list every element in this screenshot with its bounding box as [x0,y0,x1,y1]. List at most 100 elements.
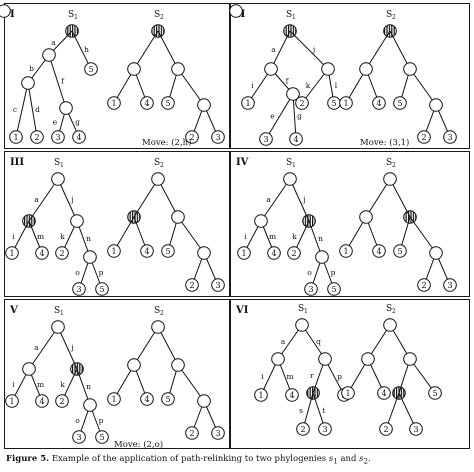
hatched-node [22,214,36,228]
internal-node [295,318,309,332]
edge-label: i [261,372,264,381]
panel-border [230,151,470,297]
internal-node [318,352,332,366]
leaf-node [267,246,281,260]
tree-edge [409,358,436,394]
edge-label: k [292,232,297,241]
hatched-node [302,214,316,228]
leaf-node [409,422,423,436]
caption-label: Figure 5. [6,454,50,464]
tree-title-sub: 1 [292,14,296,21]
leaf-node [372,96,386,110]
leaf-label: 1 [241,249,246,258]
internal-node [171,358,185,372]
tree-edge [247,68,272,104]
leaf-node [341,386,355,400]
internal-node [171,62,185,76]
leaf-node [443,130,457,144]
edge-label: p [99,268,104,277]
hatched-node [392,386,406,400]
hatched-node [403,210,417,224]
edge-label: t [322,406,325,415]
internal-node [127,62,141,76]
tree-title-sub: 2 [392,162,396,169]
tree-title: S [386,10,392,20]
tree-title: S [286,158,292,168]
tree-edge [177,68,205,106]
internal-node [229,4,243,18]
tree-title: S [298,304,304,314]
leaf-label: 2 [189,281,194,290]
leaf-node [140,96,154,110]
internal-node [59,101,73,115]
tree-edge [57,178,78,222]
internal-node [83,250,97,264]
leaf-node [35,246,49,260]
panel-numeral: I [10,9,15,20]
leaf-node [185,130,199,144]
tree-edge [157,178,179,218]
edge-label: b [29,64,34,73]
tree-title-sub: 2 [160,14,164,21]
edge-label: c [13,105,17,114]
leaf-label: 2 [291,249,296,258]
leaf-node [417,130,431,144]
leaf-node [95,430,109,444]
edge-label: k [60,380,65,389]
leaf-label: 4 [144,395,149,404]
tree-edge [289,30,329,70]
edge-label: r [310,371,314,380]
leaf-node [289,132,303,146]
leaf-label: 5 [397,99,402,108]
tree-edge [71,30,92,70]
tree-title-sub: 1 [292,162,296,169]
hatched-node [65,24,79,38]
tree-s1: S1aqimrpst14523 [254,304,351,436]
edge-label: e [270,112,275,121]
leaf-node [140,392,154,406]
leaf-label: 3 [322,425,327,434]
leaf-node [254,388,268,402]
tree-edge [57,326,78,370]
leaf-node [339,244,353,258]
leaf-label: 4 [289,391,294,400]
leaf-node [55,394,69,408]
internal-node [197,394,211,408]
leaf-node [185,278,199,292]
internal-node [171,210,185,224]
caption-end: . [368,454,371,464]
hatched-node [70,362,84,376]
leaf-label: 2 [300,425,305,434]
tree-edge [409,68,437,106]
internal-node [315,250,329,264]
edge-label: f [286,77,290,86]
leaf-node [72,430,86,444]
internal-node [429,246,443,260]
caption-text: Example of the application of path-relin… [51,454,327,464]
internal-node [83,398,97,412]
edge-label: o [75,416,80,425]
leaf-label: 2 [34,133,39,142]
edge-label: i [12,380,15,389]
panel-numeral: III [10,157,24,168]
leaf-node [84,62,98,76]
leaf-node [9,130,23,144]
tree-edge [301,324,326,360]
internal-node [361,352,375,366]
leaf-label: 5 [331,99,336,108]
edge-label: i [244,232,247,241]
leaf-node [295,96,309,110]
leaf-node [287,246,301,260]
edge-label: l [335,81,338,90]
leaf-node [161,244,175,258]
leaf-node [241,96,255,110]
internal-node [321,62,335,76]
leaf-label: 4 [293,135,298,144]
leaf-label: 4 [271,249,276,258]
leaf-node [428,386,442,400]
